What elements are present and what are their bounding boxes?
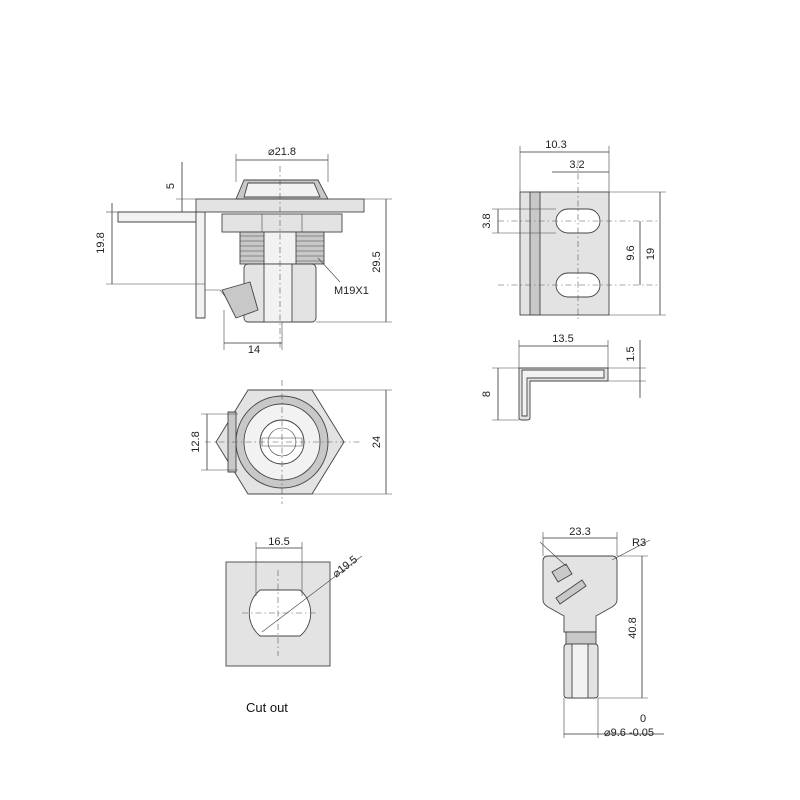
dim-key-width: 23.3 <box>569 526 590 538</box>
dim-cam-height: 19 <box>645 248 657 260</box>
cutout-caption: Cut out <box>246 700 288 715</box>
dim-side-thread: M19X1 <box>334 285 369 297</box>
dim-bend-thickness: 1.5 <box>625 346 637 361</box>
dim-side-flange: 5 <box>165 183 177 189</box>
bend-shape <box>518 367 609 421</box>
dim-bend-height: 8 <box>481 391 493 397</box>
key-triangle-mark <box>551 563 573 583</box>
key-bow <box>542 555 618 633</box>
thread-leader <box>317 257 341 283</box>
key-view: 23.3 R3 40.8 0 ⌀9.6 -0.05 <box>539 526 664 739</box>
dim-cut-dia: ⌀19.5 <box>330 554 359 581</box>
key-collar <box>565 631 597 645</box>
dim-key-length: 40.8 <box>627 617 639 638</box>
cutout-hole <box>248 589 312 637</box>
dim-cam-slot-offset: 3.2 <box>569 159 584 171</box>
cam-edge <box>529 191 541 316</box>
dim-cut-flat: 16.5 <box>268 536 289 548</box>
dim-key-radius: R3 <box>632 537 646 549</box>
dim-front-flat: 12.8 <box>190 431 202 452</box>
dim-front-hex: 24 <box>371 436 383 448</box>
keyway-slot <box>261 437 303 447</box>
dim-cam-slot-width: 3.8 <box>481 213 493 228</box>
dim-side-base: 14 <box>248 344 260 356</box>
lock-head-highlight <box>243 182 321 198</box>
threaded-body <box>239 231 325 265</box>
dim-cam-slot-pitch: 9.6 <box>625 245 637 260</box>
key-bar-mark <box>555 579 587 605</box>
front-view: 12.8 24 <box>190 380 392 504</box>
side-view: ⌀21.8 5 19.8 29.5 M19X1 14 <box>95 146 392 356</box>
dim-side-length: 29.5 <box>371 251 383 272</box>
dim-side-height: 19.8 <box>95 232 107 253</box>
bend-highlight <box>521 369 605 417</box>
cam-plate <box>221 281 259 319</box>
cam-plate-view: 10.3 3.2 3.8 9.6 19 <box>481 139 666 320</box>
dim-cam-width: 10.3 <box>545 139 566 151</box>
cutout-view: 16.5 ⌀19.5 Cut out <box>225 536 363 715</box>
key-shank-highlight <box>571 643 589 699</box>
dim-key-shank: ⌀9.6 -0.05 <box>604 727 654 739</box>
hex-nut <box>221 213 343 233</box>
dim-side-dia: ⌀21.8 <box>268 146 296 158</box>
cam-arm-bend <box>195 211 206 319</box>
dim-key-tol-upper: 0 <box>640 713 646 725</box>
cam-arm <box>117 211 197 223</box>
dim-bend-length: 13.5 <box>552 333 573 345</box>
barrel-highlight <box>263 263 293 323</box>
bend-profile: 13.5 1.5 8 <box>481 333 646 421</box>
